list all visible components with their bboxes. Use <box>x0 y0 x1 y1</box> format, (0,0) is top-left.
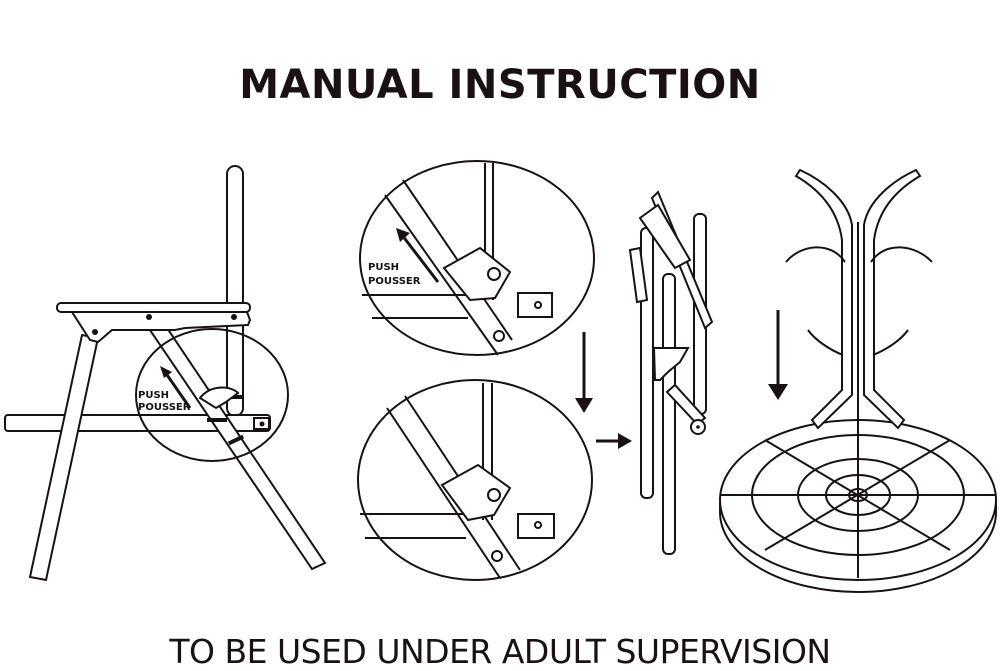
step2-detail-top: PUSH POUSSER <box>359 160 595 356</box>
push-label: PUSH <box>368 262 399 273</box>
detail-circle <box>359 160 595 356</box>
step1-chair-illustration: PUSH POUSSER <box>4 165 327 582</box>
push-label: PUSH <box>138 390 169 401</box>
hinge-lock <box>442 246 512 302</box>
hinge-lock <box>440 463 512 522</box>
pousser-label: POUSSER <box>138 402 191 413</box>
step2-detail-bottom <box>357 379 593 581</box>
detail-circle <box>357 379 593 581</box>
step4-coat-stand <box>719 168 997 593</box>
hand-icon <box>198 386 240 410</box>
step3-folded-chair <box>628 190 714 555</box>
chair-backrest-post <box>226 165 244 417</box>
bolt <box>92 329 98 335</box>
right-arrow-icon <box>618 433 632 449</box>
chair-seat-bracket <box>70 311 252 344</box>
pousser-label: POUSSER <box>368 276 421 287</box>
detail-circle <box>135 328 289 462</box>
supervision-warning: TO BE USED UNDER ADULT SUPERVISION <box>169 632 831 671</box>
push-arrow-icon <box>160 366 172 378</box>
bolt <box>146 314 152 320</box>
down-arrow-icon <box>575 398 593 413</box>
bolt <box>231 314 237 320</box>
chair-front-leg <box>28 333 100 582</box>
down-arrow-icon <box>768 384 788 400</box>
push-arrow-icon <box>396 228 410 242</box>
chair-seat <box>56 302 251 313</box>
manual-title: MANUAL INSTRUCTION <box>239 62 761 108</box>
